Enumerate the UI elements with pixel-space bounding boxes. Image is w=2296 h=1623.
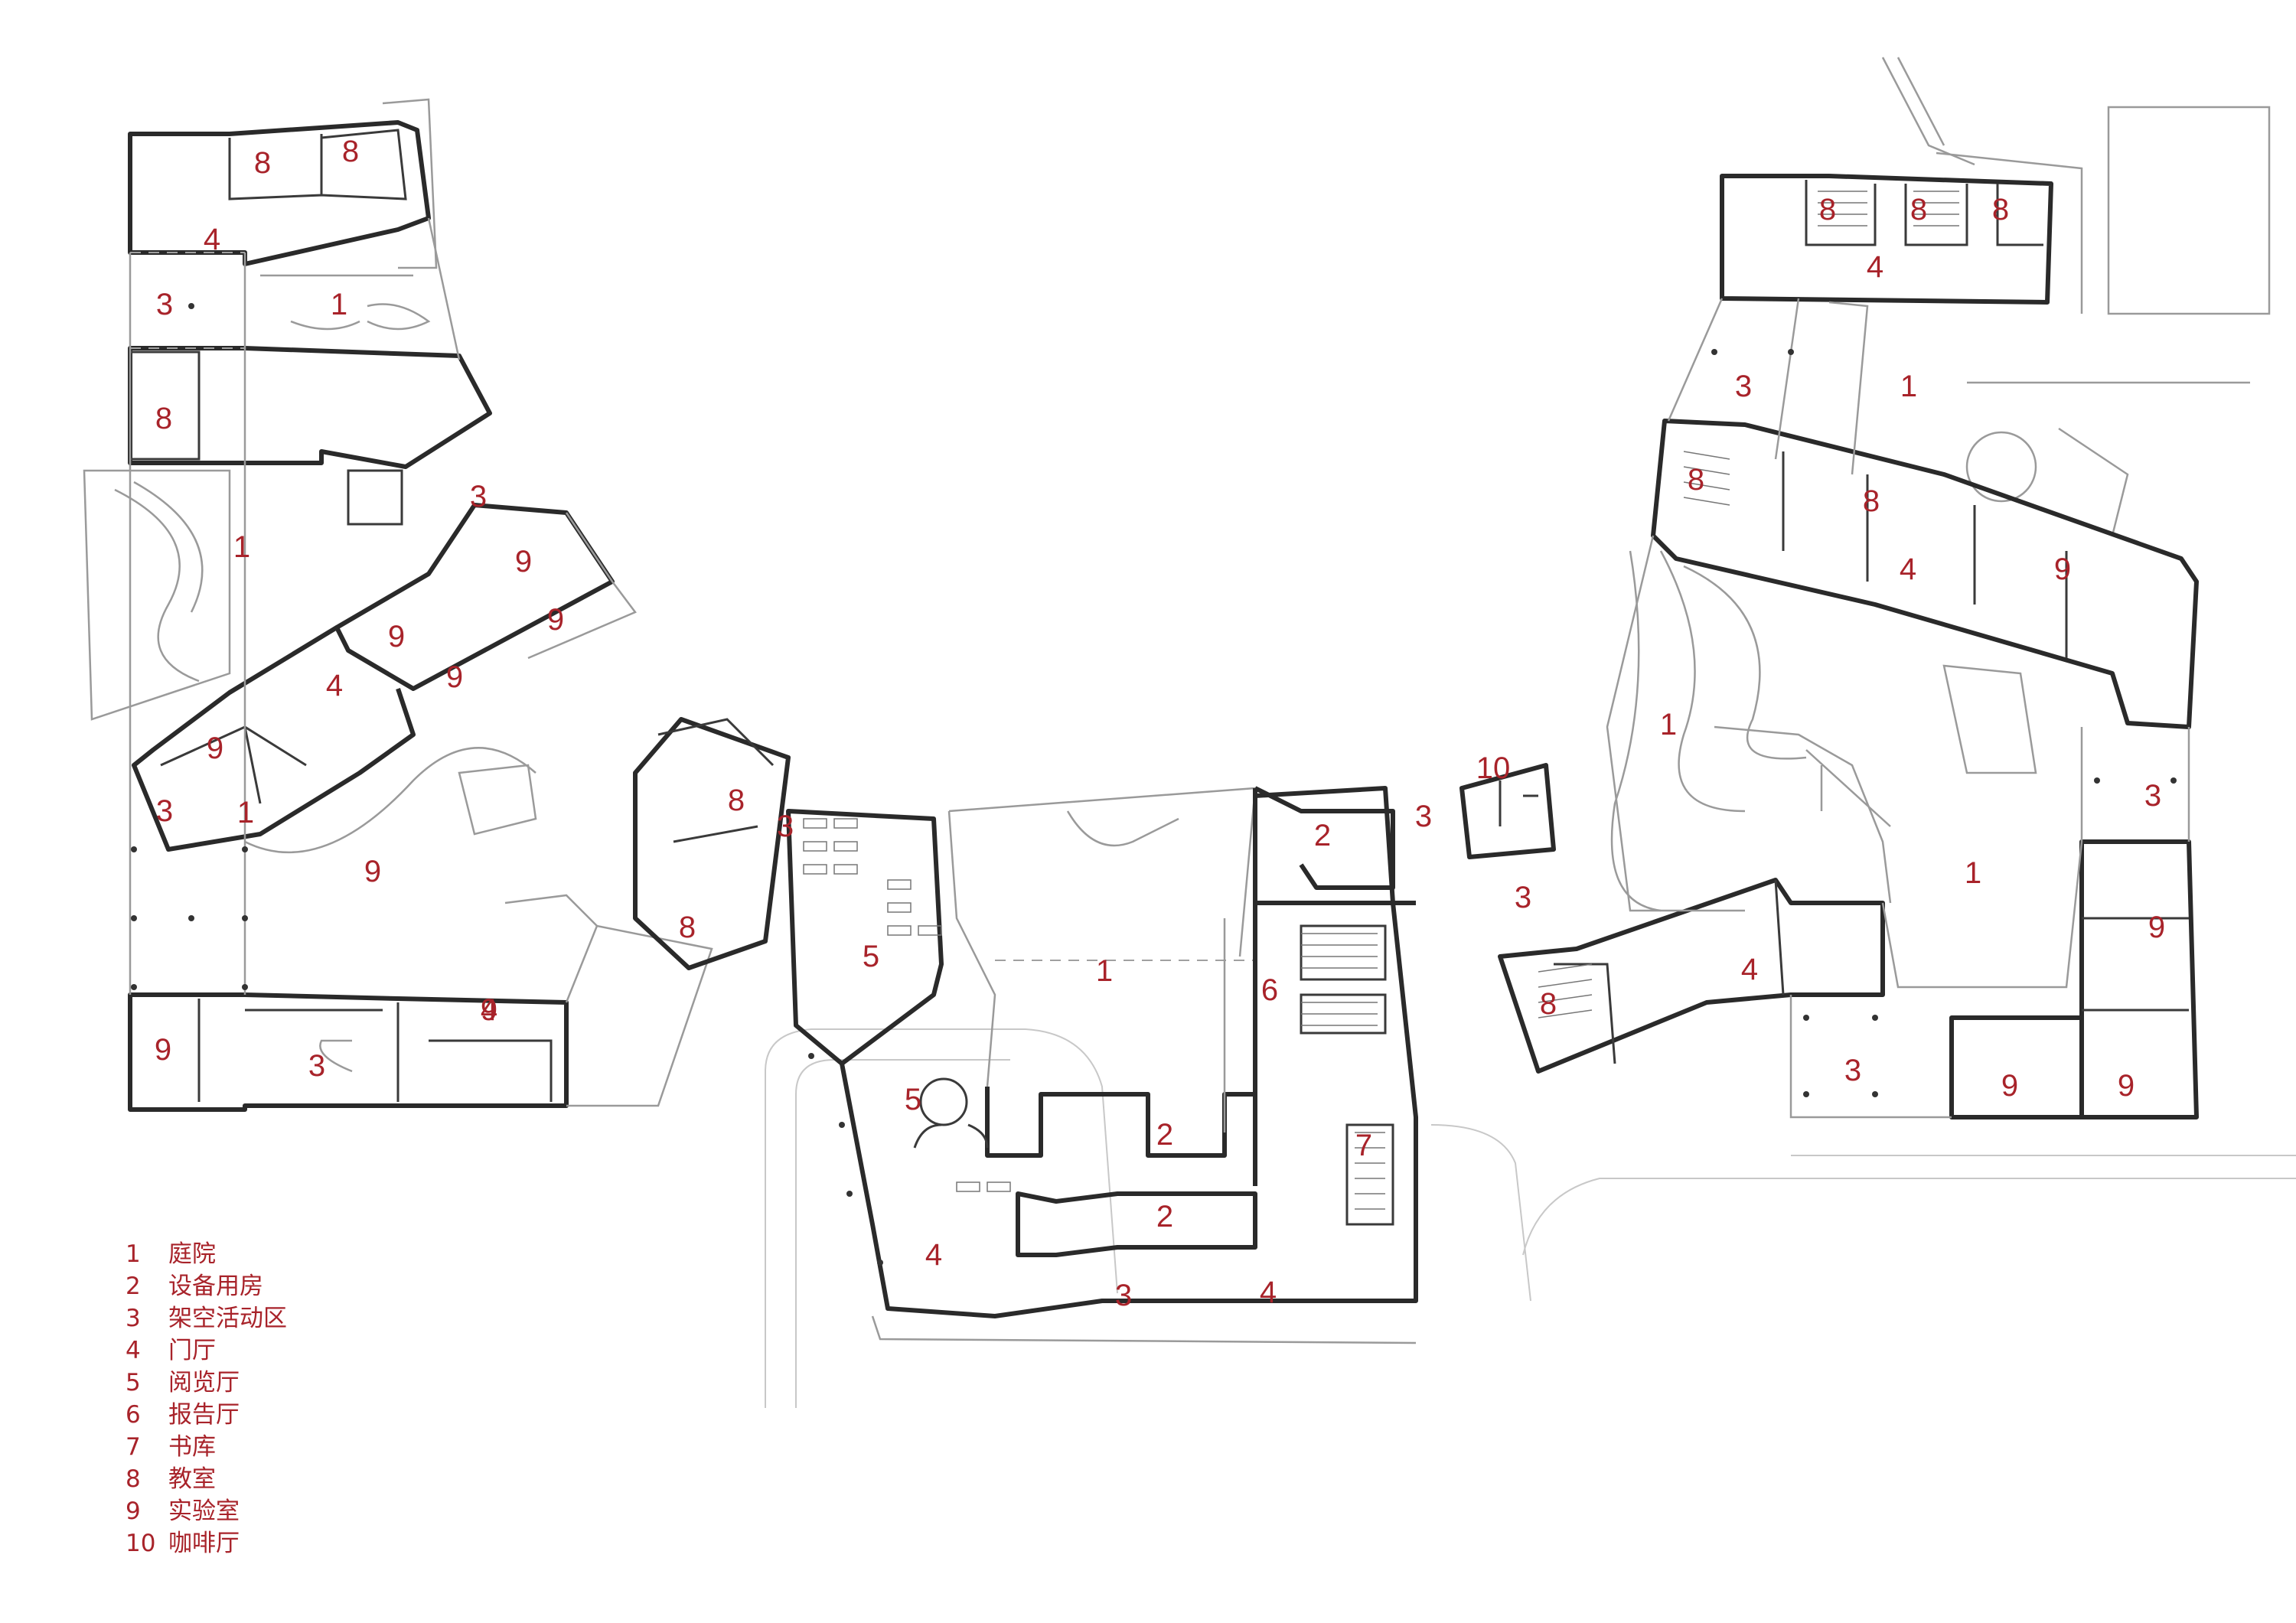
room-label: 7 — [1355, 1129, 1372, 1162]
room-label: 4 — [481, 993, 497, 1027]
legend-label: 报告厅 — [168, 1401, 240, 1429]
room-labels: 8 8 4 3 1 8 3 1 9 9 9 4 9 9 3 1 9 4 9 9 … — [155, 135, 2165, 1312]
room-label: 3 — [1415, 800, 1432, 833]
room-label: 1 — [1096, 954, 1113, 988]
classroom-seats — [1538, 191, 1959, 1018]
right-building — [1459, 174, 2199, 1119]
legend-label: 阅览厅 — [168, 1369, 240, 1396]
auditorium-seats — [1301, 933, 1385, 1210]
legend-number: 2 — [126, 1273, 141, 1300]
legend-item: 9 实验室 — [126, 1495, 287, 1527]
room-label: 8 — [155, 402, 172, 435]
room-label: 8 — [254, 146, 271, 180]
room-label: 3 — [308, 1049, 325, 1083]
legend-item: 2 设备用房 — [126, 1270, 287, 1302]
room-label: 8 — [1819, 193, 1836, 227]
legend-label: 书库 — [168, 1433, 216, 1461]
legend-item: 5 阅览厅 — [126, 1367, 287, 1399]
legend-label: 教室 — [168, 1465, 216, 1493]
room-label: 1 — [233, 530, 250, 564]
room-label: 8 — [1992, 193, 2009, 227]
room-label: 4 — [1867, 250, 1883, 284]
room-label: 9 — [364, 855, 381, 888]
room-label: 9 — [388, 620, 405, 653]
left-building — [128, 98, 713, 1112]
legend-number: 5 — [126, 1369, 141, 1396]
room-label: 3 — [470, 480, 487, 513]
legend-label: 实验室 — [168, 1498, 240, 1525]
legend-label: 设备用房 — [168, 1273, 263, 1300]
room-label: 3 — [1115, 1279, 1132, 1312]
site-context — [83, 57, 2296, 1408]
legend-item: 1 庭院 — [126, 1238, 287, 1270]
room-label: 4 — [1900, 552, 1916, 586]
room-label: 8 — [679, 911, 696, 944]
room-label: 8 — [342, 135, 359, 168]
room-label: 3 — [777, 810, 794, 843]
legend-label: 架空活动区 — [168, 1305, 287, 1332]
room-label: 5 — [905, 1083, 921, 1116]
legend-label: 门厅 — [168, 1337, 216, 1364]
legend-number: 3 — [126, 1305, 141, 1332]
room-label: 1 — [1900, 370, 1917, 403]
reading-hall-desks — [803, 818, 1011, 1192]
legend-number: 6 — [126, 1401, 141, 1429]
room-label: 2 — [1156, 1200, 1173, 1234]
legend: 1 庭院 2 设备用房 3 架空活动区 4 门厅 5 阅览厅 6 报告厅 7 书库 8 教室 9… — [126, 1238, 287, 1559]
legend-label: 庭院 — [168, 1240, 216, 1268]
room-label: 9 — [446, 660, 463, 694]
room-label: 1 — [331, 288, 347, 321]
room-label: 9 — [2001, 1069, 2018, 1103]
room-label: 8 — [1540, 987, 1557, 1021]
room-label: 4 — [1741, 953, 1758, 986]
room-label: 9 — [481, 993, 497, 1027]
legend-number: 4 — [126, 1337, 141, 1364]
room-label: 8 — [1863, 484, 1880, 518]
room-label: 8 — [1910, 193, 1927, 227]
room-label: 4 — [925, 1238, 942, 1272]
legend-item: 10 咖啡厅 — [126, 1527, 287, 1559]
legend-number: 10 — [126, 1530, 156, 1557]
room-label: 9 — [2148, 911, 2165, 944]
room-label: 5 — [863, 940, 879, 973]
legend-number: 7 — [126, 1433, 141, 1461]
legend-item: 6 报告厅 — [126, 1399, 287, 1431]
legend-label: 咖啡厅 — [168, 1530, 240, 1557]
room-label: 1 — [1965, 856, 1981, 890]
room-label: 2 — [1156, 1118, 1173, 1152]
room-label: 3 — [2144, 779, 2161, 813]
room-label: 8 — [1688, 463, 1704, 497]
legend-number: 9 — [126, 1498, 141, 1525]
room-label: 4 — [204, 223, 220, 256]
room-label: 2 — [1314, 819, 1331, 852]
room-label: 4 — [1260, 1276, 1277, 1309]
room-label: 3 — [156, 794, 173, 828]
legend-number: 1 — [126, 1240, 141, 1268]
room-label: 1 — [1660, 708, 1677, 741]
room-label: 9 — [2118, 1069, 2135, 1103]
room-label: 4 — [326, 669, 343, 702]
room-label: 3 — [156, 288, 173, 321]
room-label: 10 — [1476, 751, 1511, 785]
room-label: 3 — [1735, 370, 1752, 403]
room-label: 9 — [207, 732, 223, 765]
room-label: 9 — [515, 545, 532, 578]
room-label: 3 — [1844, 1054, 1861, 1087]
room-label: 3 — [1515, 881, 1531, 914]
central-building — [633, 717, 1418, 1344]
room-label: 9 — [155, 1033, 171, 1067]
room-label: 9 — [547, 603, 564, 637]
room-label: 6 — [1261, 973, 1278, 1007]
legend-item: 3 架空活动区 — [126, 1302, 287, 1335]
legend-item: 8 教室 — [126, 1463, 287, 1495]
room-label: 8 — [728, 784, 745, 817]
room-label: 9 — [2054, 552, 2071, 586]
legend-item: 7 书库 — [126, 1431, 287, 1463]
room-label: 1 — [237, 796, 254, 829]
legend-number: 8 — [126, 1465, 141, 1493]
legend-item: 4 门厅 — [126, 1335, 287, 1367]
